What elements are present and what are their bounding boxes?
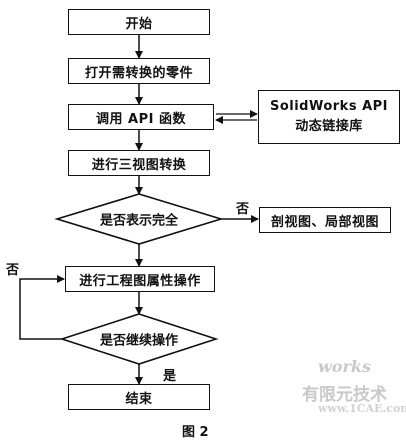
node-api-dll-line1: SolidWorks API <box>269 99 389 114</box>
node-end: 结束 <box>68 384 210 410</box>
decision-is-complete-label: 是否表示完全 <box>99 213 179 229</box>
edge-label-continue-no: 否 <box>6 263 20 278</box>
node-three-view: 进行三视图转换 <box>68 150 210 176</box>
watermark-cn: 有限元技术 <box>302 385 387 405</box>
node-start-label: 开始 <box>125 16 153 32</box>
decision-continue-shape <box>59 313 219 365</box>
node-open-part-label: 打开需转换的零件 <box>84 65 193 81</box>
node-attr-op-label: 进行工程图属性操作 <box>79 273 201 289</box>
node-start: 开始 <box>68 9 210 35</box>
node-three-view-label: 进行三视图转换 <box>91 157 187 173</box>
node-attr-op: 进行工程图属性操作 <box>65 266 215 292</box>
node-api-dll: SolidWorks API 动态链接库 <box>258 90 400 144</box>
node-call-api-label: 调用 API 函数 <box>96 111 186 127</box>
edge-label-continue-yes: 是 <box>163 369 177 384</box>
node-open-part: 打开需转换的零件 <box>68 58 210 84</box>
node-api-dll-line2: 动态链接库 <box>295 119 363 134</box>
node-section-view: 剖视图、局部视图 <box>259 207 391 233</box>
edge-label-complete-no: 否 <box>236 202 250 217</box>
watermark-brand: works <box>318 357 371 376</box>
node-end-label: 结束 <box>125 391 153 407</box>
decision-is-complete-shape <box>54 193 224 245</box>
node-section-view-label: 剖视图、局部视图 <box>270 214 379 230</box>
decision-continue-label: 是否继续操作 <box>99 333 179 349</box>
arrow-loop-back <box>19 275 65 340</box>
figure-caption: 图 2 <box>182 425 209 440</box>
node-call-api: 调用 API 函数 <box>68 104 214 130</box>
watermark-url: www.1CAE.com <box>318 402 406 415</box>
